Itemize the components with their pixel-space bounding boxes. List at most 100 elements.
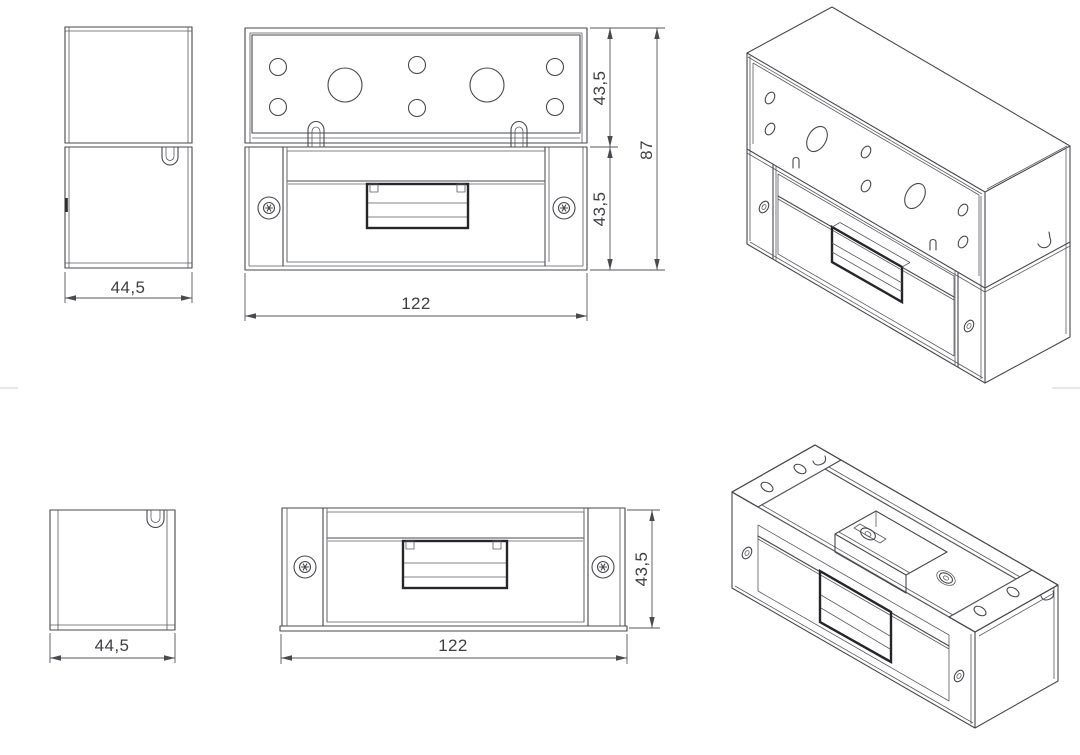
flange-inner-edges-iso	[775, 166, 956, 365]
keeper-front-iso	[818, 568, 893, 665]
strike-front-outline	[244, 146, 588, 271]
mounting-hole	[764, 91, 776, 105]
fixing-clip-pins	[792, 157, 937, 251]
dimension-length: 122	[244, 273, 588, 321]
keeper-top-detail	[838, 511, 911, 574]
dimension-label: 43,5	[590, 192, 609, 227]
seam-lines	[244, 142, 588, 148]
dimension-arrow	[576, 313, 587, 319]
fixing-clip-inner	[514, 126, 524, 147]
faceplate-face	[326, 511, 585, 623]
assembly-edges	[746, 52, 1071, 384]
torx-screw-iso	[758, 200, 770, 214]
cable-notch-iso	[1037, 231, 1052, 249]
cable-notch-inner	[150, 510, 161, 523]
mounting-hole	[957, 235, 969, 249]
keeper-notch	[405, 540, 415, 550]
seam-lines	[64, 142, 193, 148]
faceplate-edges	[282, 146, 546, 267]
torx-screw	[293, 555, 317, 579]
dimension-arrow	[245, 313, 256, 319]
extension-lines	[280, 634, 628, 664]
dimension-label: 43,5	[632, 552, 651, 587]
faceplate-face	[286, 150, 546, 263]
dimension-width: 44,5	[64, 272, 193, 303]
flange-hole	[760, 481, 774, 493]
dimension-heights: 43,5 43,5 87	[590, 27, 665, 271]
cavity-top-line-inner-iso	[777, 198, 955, 301]
torx-screw-iso	[953, 669, 965, 683]
cable-hole-large	[806, 125, 828, 153]
left-flange-top	[731, 444, 842, 508]
torx-screw-top-iso	[853, 523, 887, 544]
strike-side-inner-border	[65, 147, 192, 268]
back-box-front-outline	[244, 27, 588, 144]
dimension-arrow	[649, 510, 655, 521]
mounting-hole	[545, 57, 565, 77]
torx-screw	[591, 555, 615, 579]
torx-screw-top-iso	[936, 570, 956, 586]
keeper-notch	[492, 540, 502, 550]
bottom-front-view: 122 43,5	[279, 507, 660, 664]
fixing-clips	[307, 121, 528, 148]
assembly-silhouette	[746, 6, 1071, 384]
torx-screw-iso	[741, 546, 753, 560]
torx-screw-iso	[963, 319, 975, 333]
mounting-holes	[268, 55, 565, 118]
top-iso-view	[746, 6, 1071, 384]
keeper-front-drop	[834, 533, 907, 594]
mounting-holes-iso	[764, 91, 969, 249]
end-face-inner-line	[978, 592, 1055, 637]
back-rail	[824, 459, 1033, 580]
mounting-hole	[407, 55, 427, 75]
faceplate-inner-edges	[286, 147, 550, 262]
keeper-detail-lines	[404, 562, 506, 578]
mounting-hole	[407, 98, 427, 118]
dimension-label: 122	[401, 294, 431, 313]
dimension-arrow	[164, 655, 175, 661]
dimension-height: 43,5	[627, 509, 660, 629]
keeper-detail-iso	[831, 222, 911, 293]
keeper-latch	[401, 539, 509, 590]
dimension-arrow	[65, 295, 76, 301]
bottom-iso-view	[731, 444, 1059, 729]
strike-side-outline	[64, 146, 193, 269]
back-box-side-inner-border	[65, 27, 192, 143]
back-box-side-outline	[64, 26, 193, 144]
dimension-label: 44,5	[111, 278, 146, 297]
cavity-recess-front	[757, 524, 950, 702]
mounting-hole	[764, 122, 776, 136]
plate-inset	[752, 62, 980, 276]
dimension-arrow	[607, 147, 613, 158]
torx-screw	[552, 196, 576, 220]
flange-inner-edges	[286, 508, 621, 626]
cable-hole-large	[327, 67, 363, 103]
flange-hole	[793, 463, 807, 475]
dimension-width: 44,5	[49, 633, 176, 663]
cable-hole-large	[904, 182, 926, 210]
keeper-latch	[365, 182, 470, 230]
back-box-inner-border	[249, 32, 583, 143]
keeper-top-iso	[834, 510, 948, 576]
keeper-detail-lines	[368, 202, 467, 218]
top-front-view: 122 43,5 43,5 87	[244, 27, 665, 321]
extension-lines	[627, 509, 660, 629]
mounting-hole	[268, 57, 288, 77]
dimension-arrow	[654, 259, 660, 270]
dimension-arrow	[616, 655, 627, 661]
keeper-front-detail	[820, 594, 891, 650]
flange-edges-iso	[772, 163, 959, 368]
top-side-view: 44,5	[64, 26, 193, 303]
dimension-length: 122	[280, 634, 628, 664]
cable-notch-inner	[165, 147, 175, 161]
fixing-clip	[307, 121, 325, 148]
edge-offset-lines	[747, 56, 1068, 379]
dimension-label: 122	[438, 636, 468, 655]
faceplate-inner-edges	[326, 508, 585, 622]
cable-notch-iso	[812, 455, 1055, 601]
dimension-arrow	[281, 655, 292, 661]
dimension-label: 43,5	[590, 71, 609, 106]
mounting-plate	[251, 34, 581, 134]
